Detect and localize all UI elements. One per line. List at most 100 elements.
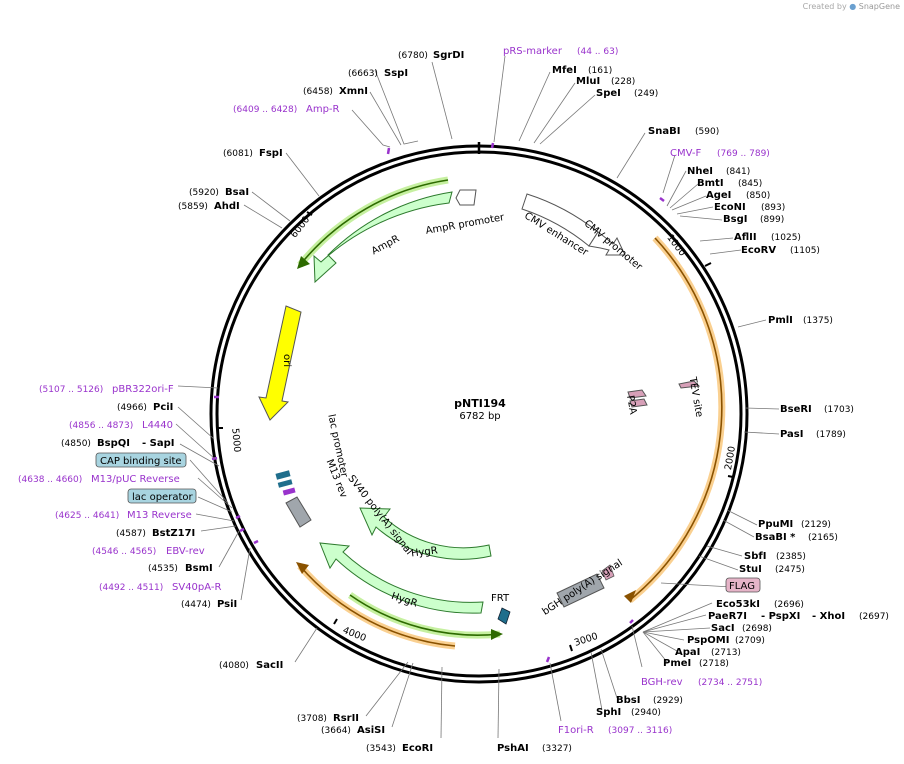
- enzyme-xmni[interactable]: (6458)XmnI: [303, 86, 368, 97]
- tev-site-arrow: [678, 380, 701, 389]
- enzyme-paer7i[interactable]: PaeR7I- PspXI- XhoI(2697): [708, 611, 889, 622]
- cap-binding-site-label[interactable]: CAP binding site: [95, 452, 187, 468]
- enzyme-econi[interactable]: EcoNI(893): [714, 202, 785, 213]
- svg-text:BsmI: BsmI: [185, 563, 213, 574]
- primer-bgh-rev[interactable]: BGH-rev(2734 .. 2751): [641, 677, 762, 688]
- enzyme-sbfi[interactable]: SbfI(2385): [744, 551, 806, 562]
- svg-text:(2697): (2697): [859, 612, 889, 622]
- primer-ebv-rev[interactable]: (4546 .. 4565)EBV-rev: [92, 546, 205, 557]
- hygr-label-1: HygR: [410, 545, 438, 559]
- primer-prs-marker[interactable]: pRS-marker(44 .. 63): [503, 46, 618, 57]
- enzyme-sacii[interactable]: (4080)SacII: [219, 660, 283, 671]
- enzyme-fspi[interactable]: (6081)FspI: [223, 148, 283, 159]
- svg-text:Eco53kI: Eco53kI: [716, 599, 760, 610]
- enzyme-stui[interactable]: StuI(2475): [739, 564, 805, 575]
- svg-text:SacI: SacI: [711, 623, 735, 634]
- enzyme-mfei[interactable]: MfeI(161): [552, 65, 612, 76]
- enzyme-bseri[interactable]: BseRI(1703): [780, 404, 854, 415]
- svg-text:(249): (249): [634, 89, 658, 99]
- primer-f1ori-r[interactable]: F1ori-R(3097 .. 3116): [558, 725, 672, 736]
- svg-text:SgrDI: SgrDI: [433, 50, 464, 61]
- enzyme-bmti[interactable]: BmtI(845): [697, 178, 762, 189]
- svg-text:(4492 .. 4511): (4492 .. 4511): [99, 583, 163, 593]
- svg-text:FspI: FspI: [259, 148, 283, 159]
- primer-labels: pRS-marker(44 .. 63) CMV-F(769 .. 789) B…: [18, 46, 770, 736]
- svg-text:(1375): (1375): [803, 316, 833, 326]
- enzyme-saci[interactable]: SacI (2698): [711, 623, 772, 634]
- enzyme-asisi[interactable]: (3664)AsiSI: [321, 725, 385, 736]
- svg-text:RsrII: RsrII: [333, 713, 359, 724]
- enzyme-aflii[interactable]: AflII(1025): [734, 232, 801, 243]
- primer-pbr322ori-f[interactable]: (5107 .. 5126)pBR322ori-F: [39, 384, 174, 395]
- enzyme-bsmi[interactable]: (4535)BsmI: [148, 563, 213, 574]
- svg-text:PaeR7I: PaeR7I: [708, 611, 747, 622]
- enzyme-sphi[interactable]: SphI(2940): [596, 707, 661, 718]
- svg-text:(4966): (4966): [117, 403, 147, 413]
- enzyme-ecori[interactable]: (3543)EcoRI: [366, 743, 433, 754]
- enzyme-ahdi[interactable]: (5859)AhdI: [178, 201, 240, 212]
- hygr-arrow-2: [319, 542, 484, 614]
- enzyme-eco53ki[interactable]: Eco53kI(2696): [716, 599, 804, 610]
- ampr-promoter-arrow: [455, 189, 477, 206]
- enzyme-spei[interactable]: SpeI(249): [596, 88, 658, 99]
- frt-label: FRT: [491, 593, 510, 604]
- enzyme-bsai[interactable]: (5920)BsaI: [189, 187, 249, 198]
- svg-text:pRS-marker: pRS-marker: [503, 46, 563, 57]
- enzyme-mlui[interactable]: MluI(228): [576, 76, 635, 87]
- enzyme-pmli[interactable]: PmlI(1375): [768, 315, 833, 326]
- primer-m13-puc-reverse[interactable]: (4638 .. 4660)M13/pUC Reverse: [18, 474, 180, 485]
- tick-label: 2000: [723, 445, 738, 471]
- enzyme-bsgi[interactable]: BsgI(899): [723, 214, 784, 225]
- primer-l4440[interactable]: (4856 .. 4873)L4440: [69, 420, 173, 431]
- enzyme-ppumi[interactable]: PpuMI(2129): [758, 519, 831, 530]
- svg-text:(2698): (2698): [742, 624, 772, 634]
- svg-text:M13 Reverse: M13 Reverse: [127, 510, 192, 521]
- enzyme-bspqi[interactable]: (4850)BspQI- SapI: [61, 438, 174, 449]
- svg-text:PshAI: PshAI: [497, 743, 529, 754]
- primer-cmv-f[interactable]: CMV-F(769 .. 789): [670, 148, 770, 159]
- enzyme-bsabi[interactable]: BsaBI *(2165): [755, 532, 838, 543]
- svg-text:pBR322ori-F: pBR322ori-F: [112, 384, 174, 395]
- primer-m13-reverse[interactable]: (4625 .. 4641)M13 Reverse: [55, 510, 192, 521]
- enzyme-nhei[interactable]: NheI(841): [687, 166, 750, 177]
- enzyme-agei[interactable]: AgeI(850): [706, 190, 770, 201]
- svg-text:(1789): (1789): [816, 430, 846, 440]
- enzyme-pmei[interactable]: PmeI(2718): [663, 658, 729, 669]
- enzyme-ecorv[interactable]: EcoRV(1105): [741, 245, 820, 256]
- svg-text:(2718): (2718): [699, 659, 729, 669]
- svg-text:(2734 .. 2751): (2734 .. 2751): [698, 678, 762, 688]
- svg-text:PspOMI: PspOMI: [687, 635, 729, 646]
- enzyme-bbsi[interactable]: BbsI (2929): [616, 695, 683, 706]
- svg-text:BsaBI *: BsaBI *: [755, 532, 796, 543]
- enzyme-labels: (6780) SgrDI MfeI(161) MluI(228) SpeI(249…: [61, 50, 889, 754]
- primer-sv40pa-r[interactable]: (4492 .. 4511)SV40pA-R: [99, 582, 221, 593]
- enzyme-apai[interactable]: ApaI(2713): [675, 647, 741, 658]
- frt-arrow: [497, 607, 511, 625]
- svg-text:(769 .. 789): (769 .. 789): [717, 149, 770, 159]
- enzyme-pshai[interactable]: PshAI(3327): [497, 743, 572, 754]
- lac-operator-label[interactable]: lac operator: [127, 488, 197, 504]
- svg-text:EBV-rev: EBV-rev: [166, 546, 205, 557]
- svg-text:BbsI: BbsI: [616, 695, 640, 706]
- enzyme-sgrdi[interactable]: (6780) SgrDI: [398, 50, 464, 61]
- enzyme-bstz17i[interactable]: (4587)BstZ17I: [116, 528, 195, 539]
- plasmid-name: pNTI194: [454, 397, 506, 410]
- svg-text:(6780): (6780): [398, 51, 428, 61]
- primer-amp-r[interactable]: (6409 .. 6428)Amp-R: [233, 104, 340, 115]
- enzyme-pcii[interactable]: (4966)PciI: [117, 402, 173, 413]
- enzyme-psii[interactable]: (4474)PsiI: [181, 599, 237, 610]
- svg-text:NheI: NheI: [687, 166, 713, 177]
- enzyme-sspi[interactable]: (6663)SspI: [348, 68, 408, 79]
- svg-text:(2475): (2475): [775, 565, 805, 575]
- orf-arcs: [296, 176, 726, 650]
- enzyme-rsrii[interactable]: (3708)RsrII: [297, 713, 359, 724]
- enzyme-snabi[interactable]: SnaBI(590): [648, 126, 719, 137]
- svg-text:(1025): (1025): [771, 233, 801, 243]
- enzyme-pasi[interactable]: PasI(1789): [780, 429, 846, 440]
- flag-label[interactable]: FLAG: [725, 577, 761, 593]
- svg-text:lac operator: lac operator: [132, 492, 193, 503]
- enzyme-pspomi[interactable]: PspOMI(2709): [687, 635, 765, 646]
- svg-text:M13/pUC Reverse: M13/pUC Reverse: [91, 474, 180, 485]
- svg-text:(2929): (2929): [653, 696, 683, 706]
- ori-label: ori: [281, 354, 292, 367]
